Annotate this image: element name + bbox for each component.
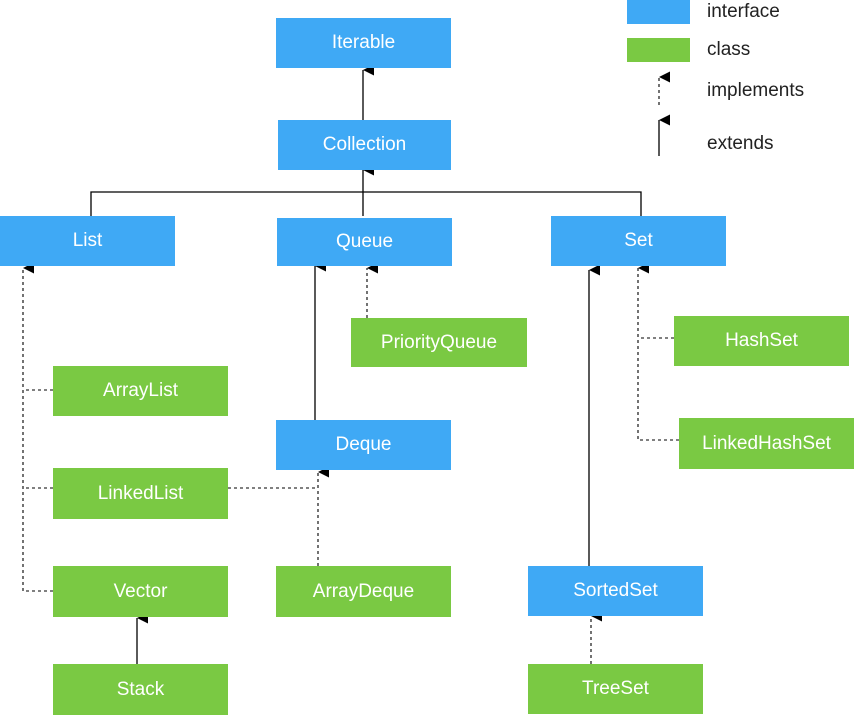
node-iterable: Iterable (276, 18, 451, 68)
implements-edges (23, 71, 679, 664)
legend-class-label: class (707, 39, 751, 60)
edge-list-queue-set-collection (90, 170, 642, 216)
legend-extends-label: extends (707, 133, 774, 154)
legend-implements-label: implements (707, 80, 805, 101)
node-deque: Deque (276, 420, 451, 470)
node-priorityqueue: PriorityQueue (351, 318, 527, 367)
node-linkedlist: LinkedList (53, 468, 228, 519)
legend-interface-swatch (627, 0, 690, 24)
node-hashset: HashSet (674, 316, 849, 366)
node-sortedset: SortedSet (528, 566, 703, 616)
edge-hashset-linkedhashset-set (638, 268, 679, 441)
node-vector: Vector (53, 566, 228, 617)
node-queue: Queue (277, 218, 452, 266)
extends-edges (90, 64, 670, 664)
node-list: List (0, 216, 175, 266)
node-stack: Stack (53, 664, 228, 715)
node-set: Set (551, 216, 726, 266)
node-arraylist: ArrayList (53, 366, 228, 416)
legend-class-swatch (627, 38, 690, 62)
node-treeset: TreeSet (528, 664, 703, 714)
node-linkedhashset: LinkedHashSet (679, 418, 854, 469)
node-collection: Collection (278, 120, 451, 170)
edge-list-implementations (23, 268, 53, 592)
legend-interface-label: interface (707, 1, 780, 22)
node-arraydeque: ArrayDeque (276, 566, 451, 617)
